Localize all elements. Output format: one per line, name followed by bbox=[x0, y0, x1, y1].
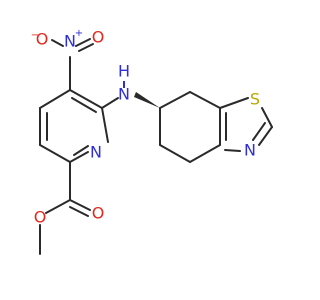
nitro-nitrogen-charge: + bbox=[75, 28, 83, 39]
nitro-oxygen-negative-charge: − bbox=[31, 30, 39, 41]
thiazole-sulfur: S bbox=[250, 90, 260, 109]
atom-labels: O − N + O N H S N N O O bbox=[31, 28, 260, 227]
bond-c2-c3 bbox=[69, 89, 103, 109]
chemical-structure-diagram: O − N + O N H S N N O O bbox=[31, 28, 273, 255]
nitro-oxygen-negative: O bbox=[36, 30, 49, 49]
bond-nthiazole-c3a bbox=[224, 149, 241, 152]
thiazole-nitrogen: N bbox=[244, 141, 256, 160]
bond-c6a-c7 bbox=[159, 91, 191, 109]
bond-nitro-o-2 bbox=[78, 43, 94, 52]
bond-c3-c4 bbox=[39, 89, 71, 109]
bond-carbonyl-oester bbox=[45, 199, 71, 214]
bond-carbonyl-oxo-1 bbox=[69, 199, 91, 211]
bond-n1-c2 bbox=[101, 107, 109, 143]
bond-c2-nthiazole-2 bbox=[252, 122, 266, 141]
bond-c6-n1-inner bbox=[73, 145, 89, 156]
nitro-nitrogen: N bbox=[64, 32, 76, 51]
bond-c2-amine bbox=[101, 97, 119, 109]
bond-c6-n1 bbox=[69, 151, 89, 163]
bond-lines bbox=[39, 38, 273, 255]
stereo-wedge-bond bbox=[134, 92, 160, 108]
bond-carbonyl-oxo-2 bbox=[69, 206, 89, 217]
bond-s-c2 bbox=[261, 107, 273, 128]
pyridine-nitrogen: N bbox=[90, 143, 102, 162]
bond-c2-c3-inner bbox=[71, 97, 97, 113]
bond-c4-c5t bbox=[159, 144, 191, 163]
amine-nitrogen: N bbox=[118, 85, 130, 104]
ester-oxygen: O bbox=[34, 208, 47, 227]
ester-carbonyl-oxygen: O bbox=[92, 204, 105, 223]
amine-hydrogen: H bbox=[118, 62, 130, 81]
bond-nitro-o-1 bbox=[75, 38, 91, 47]
bond-c7-c7a bbox=[189, 91, 221, 109]
bond-c5-c6 bbox=[39, 144, 71, 163]
bond-c7a-s bbox=[219, 97, 249, 109]
bond-c2-nthiazole-1 bbox=[258, 126, 273, 146]
bond-c3a-c4 bbox=[189, 144, 221, 163]
bond-nitro-oneg bbox=[51, 39, 64, 47]
nitro-oxygen: O bbox=[92, 28, 105, 47]
